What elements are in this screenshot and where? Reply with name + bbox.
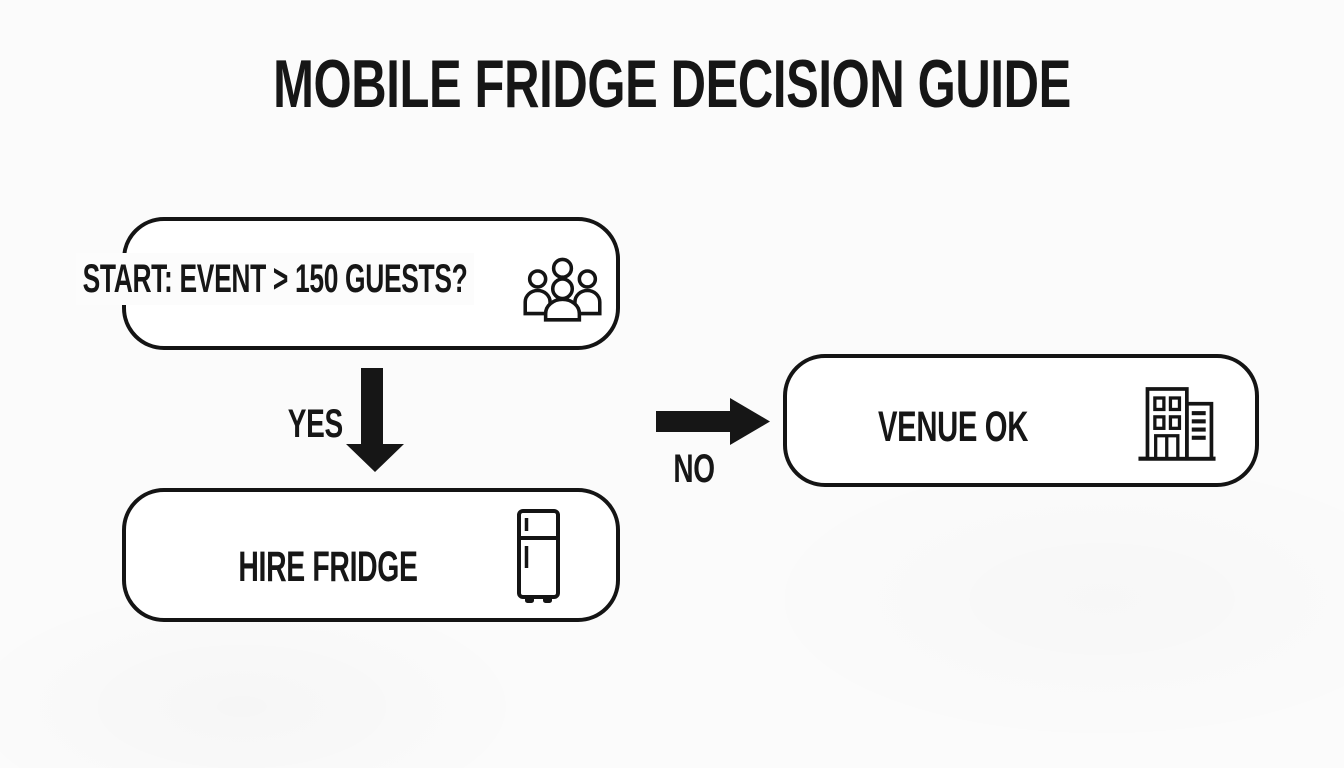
venue-ok-label: VENUE OK <box>877 403 1029 451</box>
no-branch-label: NO <box>673 447 715 491</box>
yes-branch-label: YES <box>287 402 343 446</box>
page-title: MOBILE FRIDGE DECISION GUIDE <box>273 46 1071 122</box>
arrow-down-icon <box>346 368 404 472</box>
building-icon <box>1136 378 1218 468</box>
hire-fridge-label: HIRE FRIDGE <box>238 543 418 591</box>
fridge-icon <box>512 508 564 608</box>
arrow-right-icon <box>656 398 770 445</box>
start-decision-label: START: EVENT > 150 GUESTS? <box>76 253 475 305</box>
crowd-icon <box>519 255 606 326</box>
